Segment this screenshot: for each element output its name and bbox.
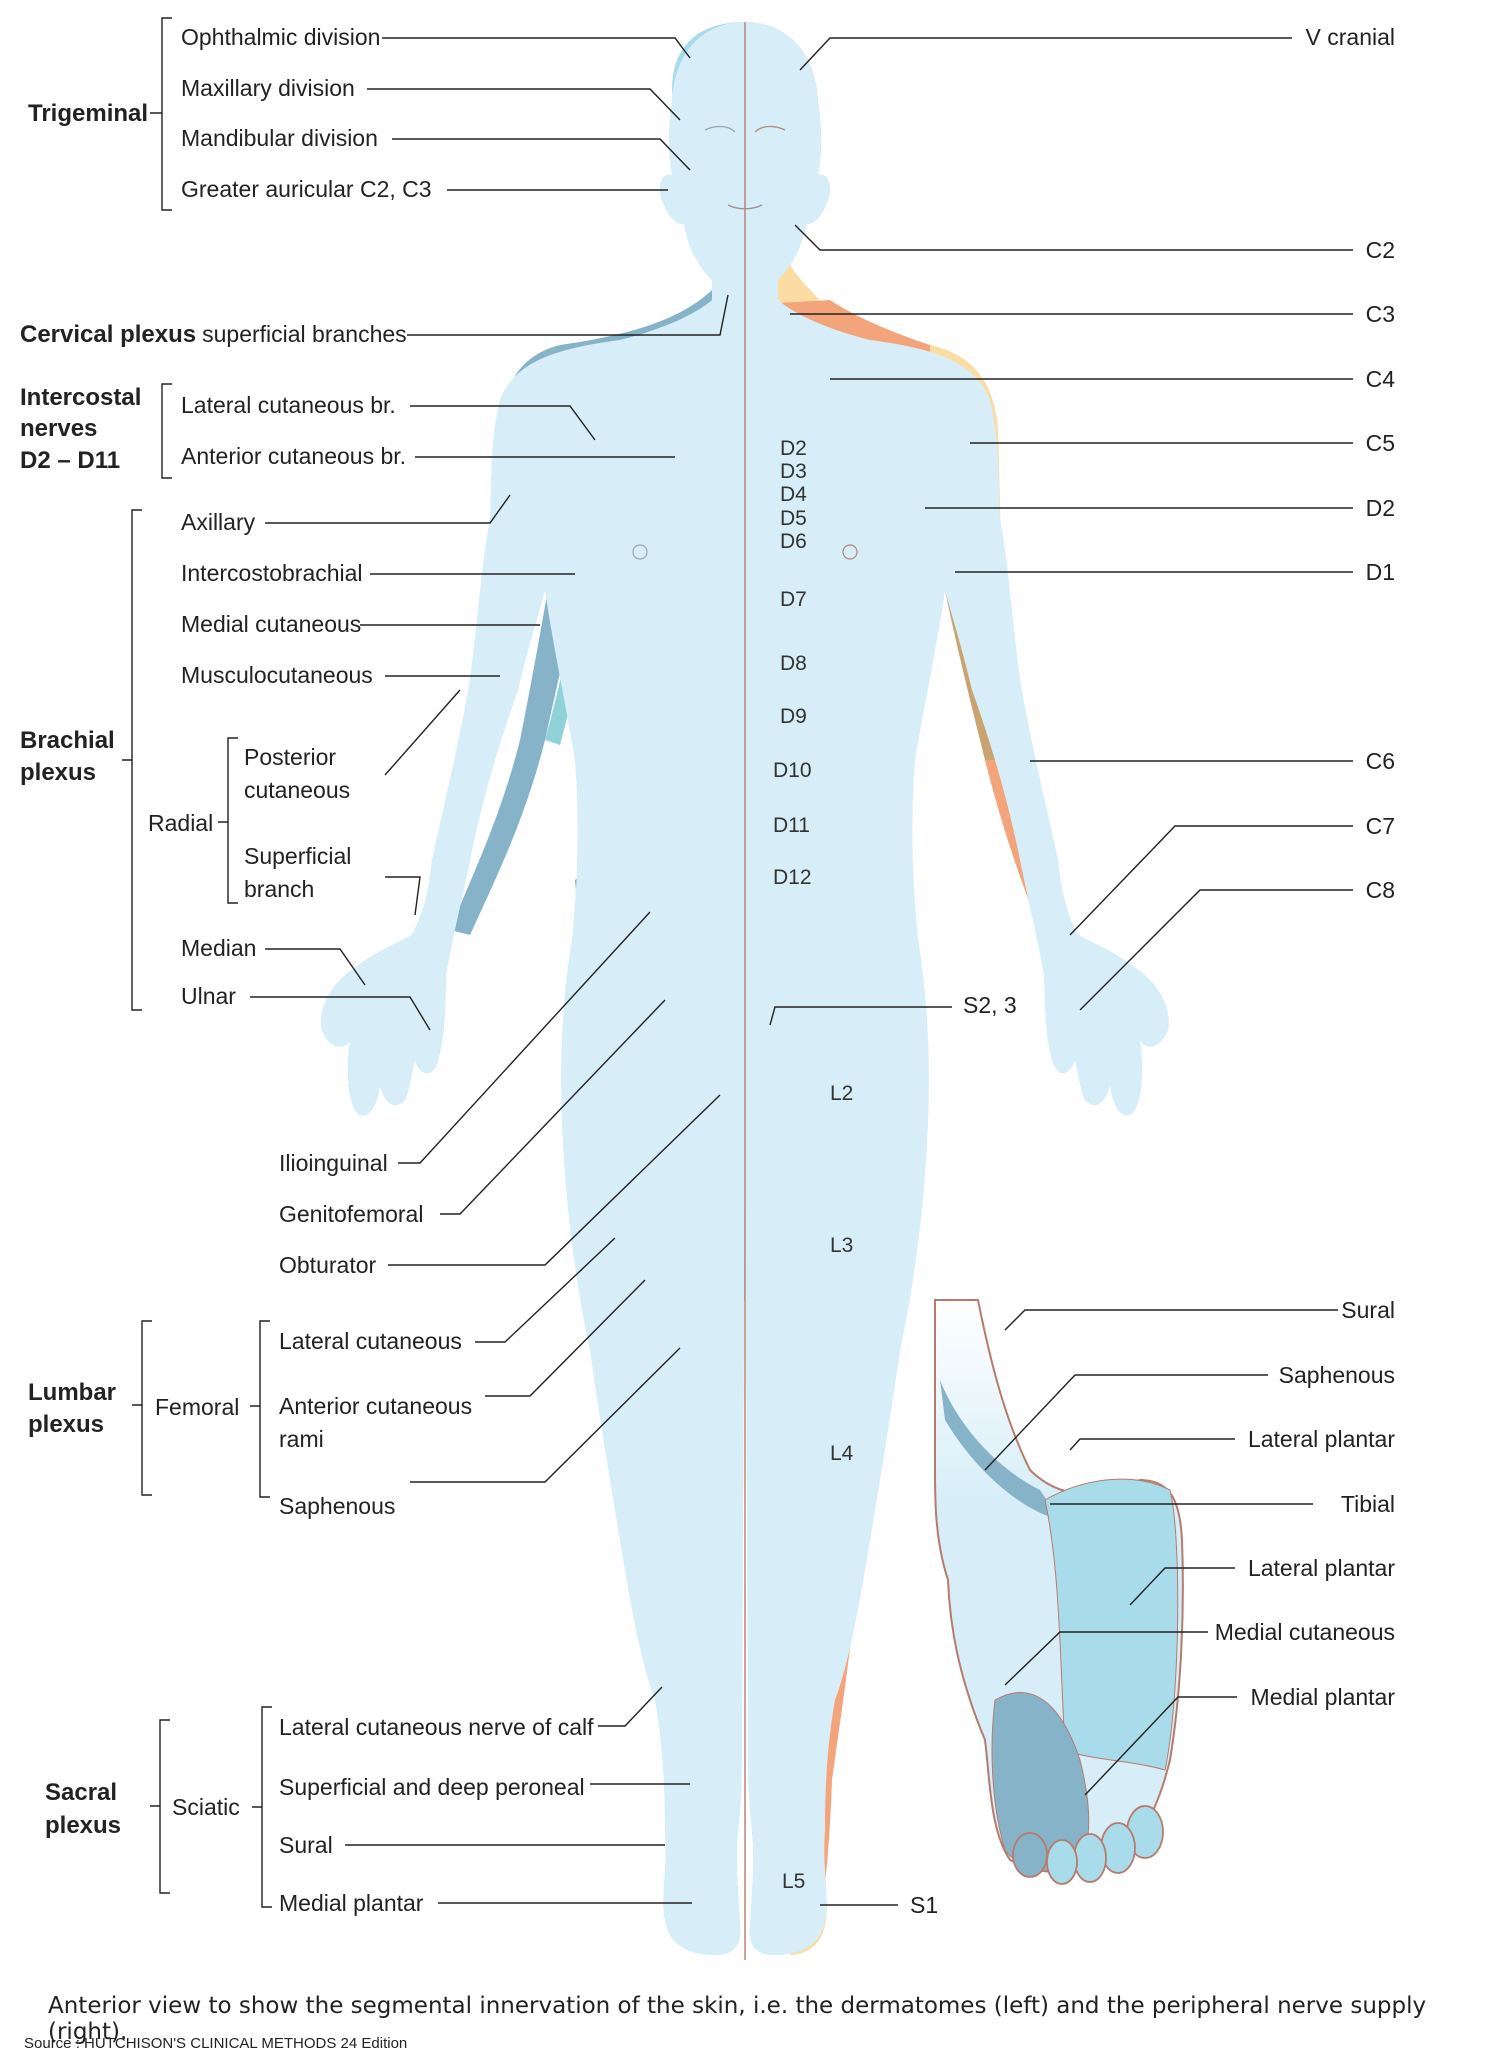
- label-femoral: Femoral: [155, 1394, 239, 1420]
- seg-d3: D3: [780, 460, 807, 483]
- foot-label-saphenous: Saphenous: [1279, 1362, 1395, 1388]
- label-obturator: Obturator: [279, 1252, 376, 1278]
- body-figure: [320, 20, 1170, 1960]
- label-v-cranial: V cranial: [1306, 24, 1395, 50]
- label-sacral-1: Sacral: [45, 1779, 117, 1806]
- label-anterior-cutaneous-br: Anterior cutaneous br.: [181, 443, 406, 469]
- label-radial: Radial: [148, 810, 213, 836]
- label-trigeminal: Trigeminal: [28, 100, 148, 127]
- seg-d8: D8: [780, 652, 807, 675]
- label-genitofemoral: Genitofemoral: [279, 1201, 423, 1227]
- seg-l4: L4: [830, 1442, 854, 1465]
- label-anterior-rami-2: rami: [279, 1426, 324, 1452]
- label-d1: D1: [1366, 559, 1395, 585]
- foot-label-sural: Sural: [1341, 1297, 1395, 1323]
- left-leaders: [250, 37, 729, 1904]
- label-c3: C3: [1366, 301, 1395, 327]
- label-lateral-cutaneous: Lateral cutaneous: [279, 1328, 462, 1354]
- label-intercostobrachial: Intercostobrachial: [181, 560, 363, 586]
- label-maxillary: Maxillary division: [181, 75, 355, 101]
- trunk-segment-labels: D2 D3 D4 D5 D6 D7 D8 D9 D10 D11 D12 L2 L…: [773, 437, 854, 1893]
- label-brachial-1: Brachial: [20, 727, 115, 754]
- seg-d7: D7: [780, 588, 807, 611]
- label-lat-cut-calf: Lateral cutaneous nerve of calf: [279, 1714, 594, 1740]
- label-c7: C7: [1366, 813, 1395, 839]
- label-intercostal-3: D2 – D11: [20, 447, 120, 474]
- label-posterior-1: Posterior: [244, 744, 336, 770]
- label-sacral-2: plexus: [45, 1812, 121, 1839]
- label-median: Median: [181, 935, 256, 961]
- foot-labels: Sural Saphenous Lateral plantar Tibial L…: [1215, 1297, 1396, 1710]
- label-musculocutaneous: Musculocutaneous: [181, 662, 373, 688]
- label-d2: D2: [1366, 495, 1395, 521]
- label-sural: Sural: [279, 1832, 333, 1858]
- foot-label-medial-cutaneous: Medial cutaneous: [1215, 1619, 1395, 1645]
- label-c8: C8: [1366, 877, 1395, 903]
- seg-d12: D12: [773, 866, 812, 889]
- left-labels: Trigeminal Ophthalmic division Maxillary…: [20, 24, 594, 1916]
- seg-d5: D5: [780, 507, 807, 530]
- label-sup-deep-peroneal: Superficial and deep peroneal: [279, 1774, 585, 1800]
- label-sciatic: Sciatic: [172, 1794, 240, 1820]
- label-ulnar: Ulnar: [181, 983, 236, 1009]
- foot-inset: [934, 1299, 1184, 1885]
- seg-l5: L5: [782, 1870, 805, 1893]
- label-intercostal-1: Intercostal: [20, 384, 141, 411]
- label-medial-plantar: Medial plantar: [279, 1890, 424, 1916]
- seg-d9: D9: [780, 705, 807, 728]
- seg-d10: D10: [773, 759, 812, 782]
- figure-caption: Anterior view to show the segmental inne…: [48, 1993, 1427, 2045]
- label-c4: C4: [1366, 366, 1396, 392]
- label-posterior-2: cutaneous: [244, 777, 350, 803]
- label-ophthalmic: Ophthalmic division: [181, 24, 380, 50]
- label-lateral-cutaneous-br: Lateral cutaneous br.: [181, 392, 396, 418]
- label-c2: C2: [1366, 237, 1395, 263]
- label-ilioinguinal: Ilioinguinal: [279, 1150, 388, 1176]
- figure-source: Source : HUTCHISON'S CLINICAL METHODS 24…: [24, 2035, 408, 2052]
- label-medial-cutaneous: Medial cutaneous: [181, 611, 361, 637]
- seg-d6: D6: [780, 530, 807, 553]
- label-superficial-2: branch: [244, 876, 314, 902]
- label-superficial-1: Superficial: [244, 843, 351, 869]
- label-brachial-2: plexus: [20, 759, 96, 786]
- seg-l3: L3: [830, 1234, 853, 1257]
- foot-leaders: [984, 1309, 1338, 1796]
- label-axillary: Axillary: [181, 509, 256, 535]
- label-s23: S2, 3: [963, 992, 1017, 1018]
- foot-label-medial-plantar: Medial plantar: [1251, 1684, 1396, 1710]
- label-anterior-rami-1: Anterior cutaneous: [279, 1393, 472, 1419]
- label-mandibular: Mandibular division: [181, 125, 378, 151]
- label-greater-auricular: Greater auricular C2, C3: [181, 176, 432, 202]
- label-lumbar-2: plexus: [28, 1411, 104, 1438]
- foot-label-lateral-plantar-1: Lateral plantar: [1248, 1426, 1395, 1452]
- label-c5: C5: [1366, 430, 1395, 456]
- label-lumbar-1: Lumbar: [28, 1379, 116, 1406]
- label-c6: C6: [1366, 748, 1395, 774]
- seg-d11: D11: [773, 814, 810, 837]
- right-leaders: [769, 37, 1353, 1906]
- label-s1: S1: [910, 1892, 938, 1918]
- seg-d2: D2: [780, 437, 807, 460]
- right-labels: V cranial C2 C3 C4 C5 D2 D1 C6 C7 C8 S2,…: [910, 24, 1395, 1918]
- foot-label-lateral-plantar-2: Lateral plantar: [1248, 1555, 1395, 1581]
- label-intercostal-2: nerves: [20, 415, 97, 442]
- label-saphenous: Saphenous: [279, 1493, 395, 1519]
- seg-d4: D4: [780, 483, 807, 506]
- foot-label-tibial: Tibial: [1341, 1491, 1395, 1517]
- left-brackets: [122, 17, 272, 1908]
- seg-l2: L2: [830, 1082, 853, 1105]
